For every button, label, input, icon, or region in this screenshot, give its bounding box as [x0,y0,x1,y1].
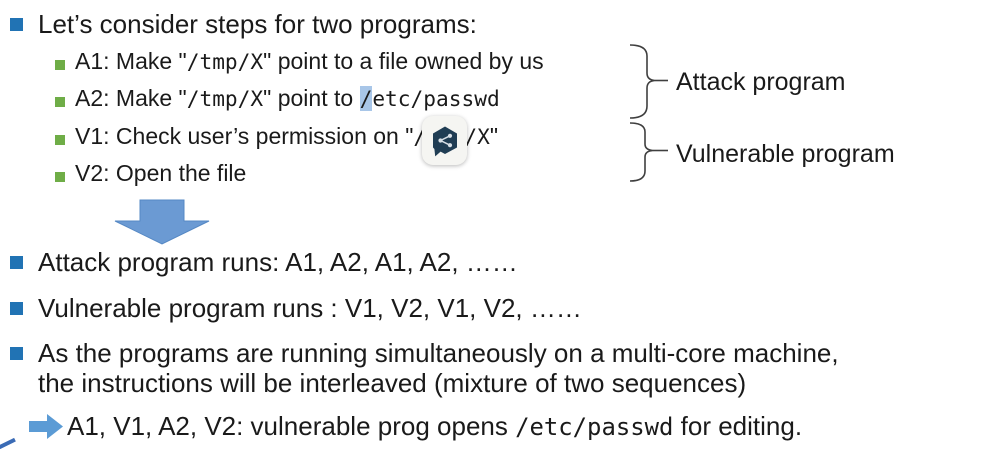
step-v2: V2: Open the file [75,160,247,186]
down-arrow-icon [114,199,210,245]
interleave-line1: As the programs are running simultaneous… [38,338,839,368]
step-a2: A2: Make "/tmp/X" point to /etc/passwd [75,85,500,112]
conclusion-post: for editing. [673,411,803,441]
intro-text: Let’s consider steps for two programs: [38,9,477,39]
attack-brace [629,44,668,119]
step-v1-post: " [489,123,499,149]
corner-decoration [0,437,16,449]
step-a1: A1: Make "/tmp/X" point to a file owned … [75,48,544,75]
conclusion-path: /etc/passwd [515,413,674,441]
share-bubble-icon[interactable] [422,116,467,165]
interleave-line2: the instructions will be interleaved (mi… [38,368,747,398]
share-bubble-icon-glyph [432,126,457,156]
highlighted-slash: / [359,86,373,111]
step-a1-post: " point to a file owned by us [263,48,544,74]
bullet-square-green [55,97,65,107]
bullet-square-green [55,172,65,182]
step-a1-pre: A1: Make " [75,48,187,74]
attack-program-label: Attack program [676,68,846,96]
vulnerable-brace [629,122,668,182]
bullet-square-blue [10,18,23,31]
step-a1-path: /tmp/X [186,49,264,74]
bullet-square-green [55,135,65,145]
bullet-square-blue [10,256,23,269]
vulnerable-runs-text: Vulnerable program runs : V1, V2, V1, V2… [38,293,582,323]
bullet-square-blue [10,347,23,360]
step-v1-pre: V1: Check user’s permission on " [75,123,414,149]
bullet-square-blue [10,302,23,315]
step-a2-path: /tmp/X [186,86,264,111]
conclusion-text: A1, V1, A2, V2: vulnerable prog opens /e… [67,411,802,442]
bullet-square-green [55,60,65,70]
vulnerable-program-label: Vulnerable program [676,140,895,168]
attack-runs-text: Attack program runs: A1, A2, A1, A2, …… [38,247,518,277]
right-arrow-icon [29,414,63,439]
step-a2-mid: " point to [263,85,360,111]
conclusion-pre: A1, V1, A2, V2: vulnerable prog opens [67,411,516,441]
step-a2-target: etc/passwd [372,86,500,111]
step-a2-pre: A2: Make " [75,85,187,111]
